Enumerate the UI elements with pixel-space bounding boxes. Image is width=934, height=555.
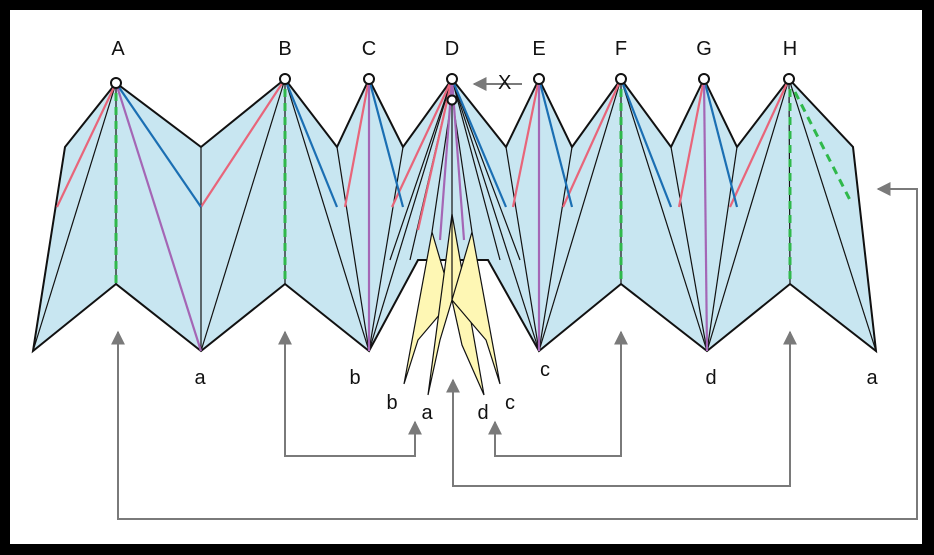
label-top-A: A [111,38,125,60]
label-bottom-b: b [349,367,360,389]
pivot-F [615,73,627,85]
pivot-inner [446,94,458,106]
label-fan-a: a [421,402,433,424]
arrow-B-to-a [278,330,422,457]
label-bottom-c: c [540,359,550,381]
pivot-B [279,73,291,85]
label-pointer-X: X [498,72,511,94]
fold-line [32,82,117,352]
label-top-H: H [783,38,797,60]
label-top-B: B [278,38,291,60]
label-top-C: C [362,38,376,60]
label-top-D: D [445,38,459,60]
label-top-F: F [615,38,627,60]
label-bottom-d: d [705,367,716,389]
arrow-F-to-d [488,330,628,457]
pivot-G [698,73,710,85]
label-fan-d: d [477,402,488,424]
label-bottom-a2: a [866,367,878,389]
pivot-points [110,73,795,106]
label-fan-c: c [505,392,515,414]
arrow-A-to-right [111,182,918,520]
fold-line [32,146,66,352]
pivot-E [533,73,545,85]
pivot-H [783,73,795,85]
pivot-D [446,73,458,85]
label-bottom-a1: a [194,367,206,389]
pivot-C [363,73,375,85]
arrow-center-to-H [446,330,797,487]
connector-arrows [111,77,918,520]
pivot-A [110,77,122,89]
label-top-G: G [696,38,712,60]
label-fan-b: b [386,392,397,414]
label-top-E: E [532,38,545,60]
crease-red [56,82,117,208]
